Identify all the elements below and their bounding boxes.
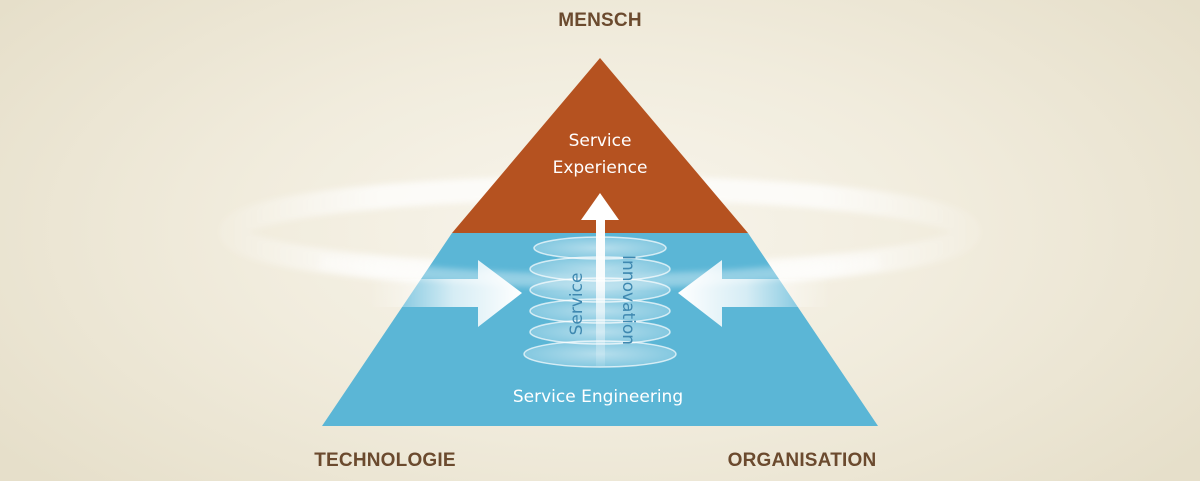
service-experience-line1: Service <box>569 131 632 151</box>
pyramid-top-section <box>452 58 748 233</box>
spiral-word-innovation: Innovation <box>618 255 638 345</box>
label-organisation: ORGANISATION <box>727 450 877 471</box>
label-mensch: MENSCH <box>558 10 642 31</box>
service-experience-line2: Experience <box>553 158 648 178</box>
service-engineering-label: Service Engineering <box>513 387 683 407</box>
arrow-right-icon <box>370 260 522 327</box>
arrow-left-icon <box>678 260 830 327</box>
arrow-up-icon <box>581 193 619 366</box>
label-technologie: TECHNOLOGIE <box>314 450 456 471</box>
spiral-word-service: Service <box>567 273 587 336</box>
